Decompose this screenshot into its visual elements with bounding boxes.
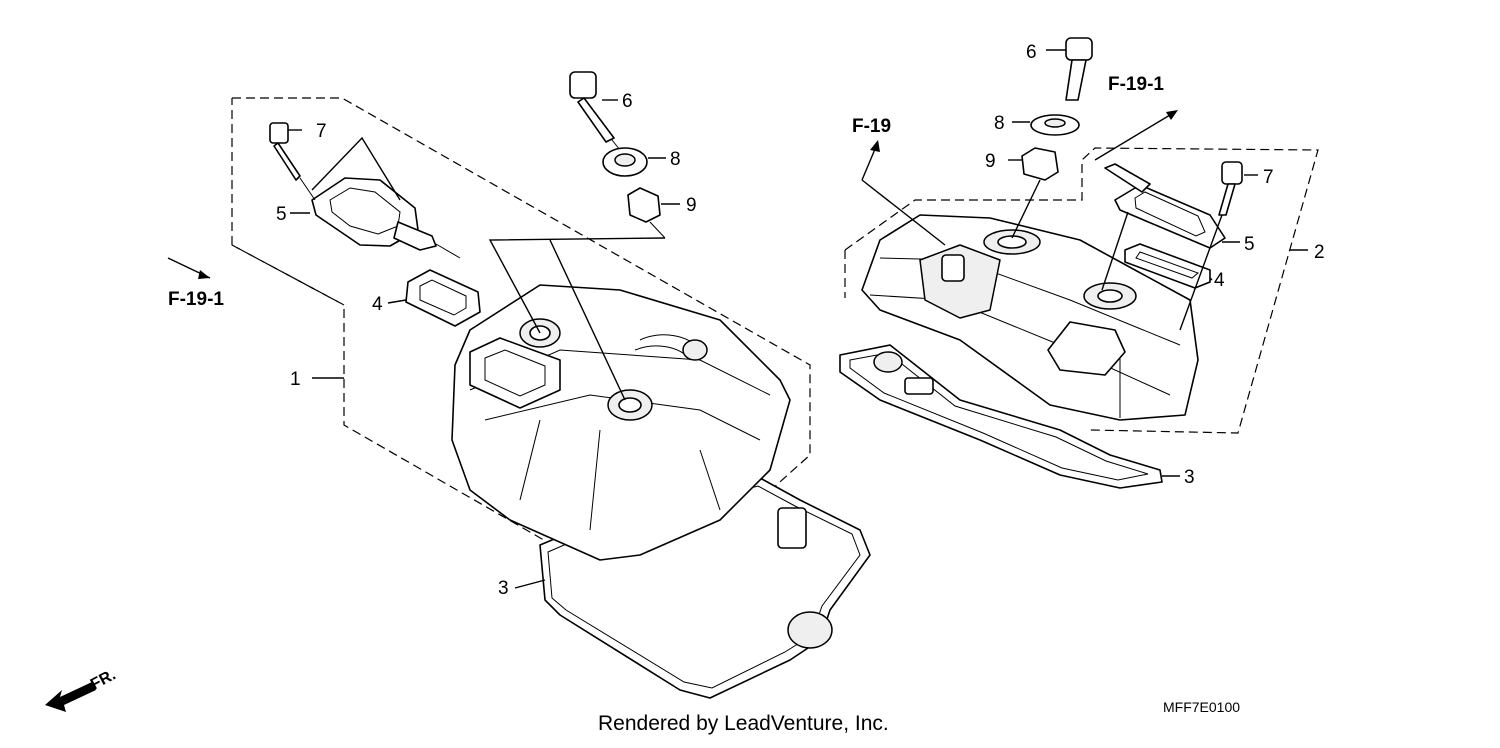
- left-part-6-bolt-head: [569, 71, 597, 99]
- left-cover-rib3: [699, 449, 721, 511]
- right-cover-hole-rear-inner: [1097, 289, 1123, 303]
- right-gasket-inner: [849, 352, 1149, 481]
- left-grommet-leader-a: [488, 237, 666, 334]
- right-label-8: 8: [994, 113, 1005, 134]
- left-part-9-grommet: [627, 187, 661, 223]
- right-valve-leader-a: [1101, 211, 1129, 291]
- left-part-7-bolt-shank: [273, 142, 301, 181]
- right-f19-leader: [861, 179, 946, 246]
- left-cover-rib2: [589, 429, 601, 531]
- left-part-9-leader: [649, 221, 666, 239]
- right-grommet-leader: [1011, 179, 1041, 239]
- left-label-9: 9: [686, 195, 697, 216]
- left-subbox-line: [231, 244, 345, 306]
- left-gasket-lobe: [787, 611, 833, 649]
- right-part-8-washer-hole: [1044, 118, 1066, 128]
- left-f191-arrowhead: [198, 270, 210, 279]
- diagram-code: MFF7E0100: [1163, 699, 1240, 715]
- right-label-7: 7: [1263, 167, 1274, 188]
- right-label-5: 5: [1244, 234, 1255, 255]
- left-part-7-bolt-head: [269, 122, 289, 144]
- left-assembly: 7 5 4 1 3 6 8 9 F-19-1: [167, 71, 871, 699]
- left-label-3: 3: [498, 578, 509, 599]
- left-label-8: 8: [670, 149, 681, 170]
- right-f191-arrowhead: [1166, 110, 1178, 120]
- left-part-4-gasket: [405, 269, 481, 327]
- left-part-4-inner: [419, 279, 467, 316]
- right-gasket-clip: [904, 377, 934, 395]
- right-label-9: 9: [985, 151, 996, 172]
- left-valve-leader: [311, 136, 401, 201]
- left-cover-rib: [519, 419, 541, 501]
- right-part-5-nozzle: [1104, 163, 1151, 193]
- right-part-5-valve: [1114, 184, 1226, 249]
- left-leader-3: [514, 579, 546, 589]
- left-cover-hole-rear-inner: [618, 397, 642, 413]
- right-assembly-outline: [844, 147, 1319, 434]
- left-label-1: 1: [290, 369, 301, 390]
- right-cover-tube: [941, 254, 965, 282]
- render-credit: Rendered by LeadVenture, Inc.: [598, 712, 889, 735]
- left-part-7-leader: [299, 177, 316, 201]
- right-bolt-leader: [1179, 214, 1223, 331]
- front-arrow-icon: [45, 682, 96, 712]
- right-assembly: 6 8 9 7 5 4 2 3 F-19 F-19-1: [839, 37, 1325, 489]
- right-label-4: 4: [1214, 270, 1225, 291]
- left-ref-f191: F-19-1: [168, 289, 224, 310]
- right-label-2: 2: [1314, 242, 1325, 263]
- right-part-7-bolt-head: [1221, 161, 1243, 185]
- right-part-5-inner: [1134, 191, 1206, 237]
- left-part-6-bolt-shank: [577, 97, 615, 143]
- right-label-3: 3: [1184, 467, 1195, 488]
- right-ref-f19: F-19: [852, 116, 891, 137]
- right-part-7-bolt-shank: [1218, 183, 1236, 216]
- right-cover-bump: [1047, 321, 1126, 376]
- right-f19-arrowhead: [870, 140, 880, 152]
- left-label-5: 5: [276, 204, 287, 225]
- right-cover-hole-front-inner: [997, 235, 1027, 249]
- right-f191-arrow-line: [1094, 111, 1176, 161]
- right-part-6-bolt-shank: [1065, 59, 1087, 101]
- left-part-5-leader: [435, 243, 461, 259]
- right-part-4-inner: [1135, 251, 1199, 279]
- left-label-4: 4: [372, 294, 383, 315]
- right-cover-ridge: [879, 257, 1181, 346]
- left-grommet-leader-b: [549, 239, 626, 401]
- right-label-6: 6: [1026, 42, 1037, 63]
- right-part-6-bolt-head: [1065, 37, 1093, 61]
- right-part-9-grommet: [1021, 147, 1059, 181]
- left-gasket-clip: [777, 507, 807, 549]
- right-ref-f191: F-19-1: [1108, 74, 1164, 95]
- right-cover-ridge2: [869, 294, 1171, 396]
- left-label-6: 6: [622, 91, 633, 112]
- left-leader-4: [387, 299, 407, 304]
- left-part-8-washer-hole: [614, 153, 636, 167]
- left-label-7: 7: [316, 121, 327, 142]
- left-part-5-nozzle: [393, 221, 437, 251]
- right-gasket-lobe: [873, 351, 903, 373]
- right-leader-4: [1209, 277, 1213, 281]
- front-direction-indicator: FR.: [45, 666, 119, 712]
- left-cover-boss: [682, 339, 708, 361]
- left-breather-inner: [484, 349, 546, 397]
